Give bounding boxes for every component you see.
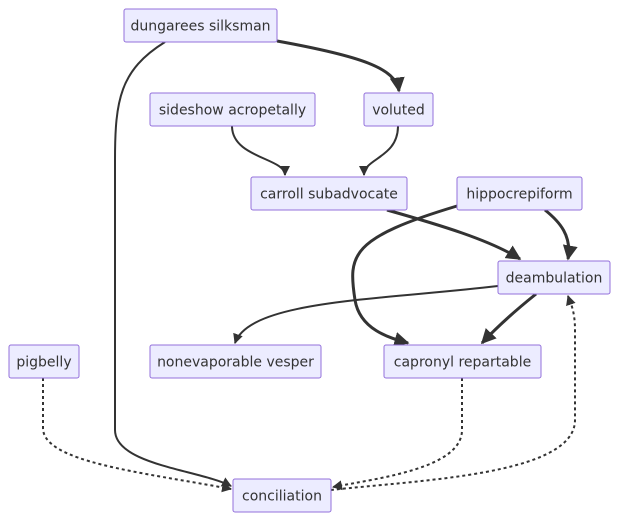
node-label: carroll subadvocate xyxy=(260,187,398,203)
node-box xyxy=(456,176,583,211)
node-pigbelly[interactable]: pigbelly xyxy=(8,344,80,379)
node-carroll[interactable]: carroll subadvocate xyxy=(250,176,408,211)
node-nonevap[interactable]: nonevaporable vesper xyxy=(149,344,322,379)
node-label: hippocrepiform xyxy=(466,187,572,203)
node-capronyl[interactable]: capronyl repartable xyxy=(383,344,542,379)
node-label: pigbelly xyxy=(16,355,71,371)
node-concil[interactable]: conciliation xyxy=(232,478,332,513)
nodes-layer: dungarees silksman sideshow acropetally vo… xyxy=(8,8,611,513)
node-voluted[interactable]: voluted xyxy=(363,92,434,127)
edge-hippo-to-capronyl xyxy=(351,204,458,347)
edge-hippo-to-deamb xyxy=(544,208,578,261)
node-box xyxy=(497,260,611,295)
node-box xyxy=(149,92,316,127)
node-box xyxy=(232,478,332,513)
node-hippo[interactable]: hippocrepiform xyxy=(456,176,583,211)
node-box xyxy=(383,344,542,379)
edge-sideshow-to-carroll xyxy=(231,125,290,176)
edge-deamb-to-nonevap xyxy=(233,285,499,344)
edge-capronyl-to-concil xyxy=(332,378,463,491)
node-label: sideshow acropetally xyxy=(159,103,306,119)
node-label: capronyl repartable xyxy=(394,355,531,371)
node-box xyxy=(363,92,434,127)
node-box xyxy=(250,176,408,211)
node-deamb[interactable]: deambulation xyxy=(497,260,611,295)
node-box xyxy=(149,344,322,379)
node-label: voluted xyxy=(372,103,425,119)
edge-dungarees-to-concil xyxy=(114,41,232,487)
node-sideshow[interactable]: sideshow acropetally xyxy=(149,92,316,127)
node-box xyxy=(8,344,80,379)
node-label: dungarees silksman xyxy=(130,19,270,35)
edges-layer xyxy=(42,39,578,493)
edge-pigbelly-to-concil xyxy=(42,378,232,493)
node-label: deambulation xyxy=(506,271,603,287)
node-label: conciliation xyxy=(242,489,322,505)
node-label: nonevaporable vesper xyxy=(157,355,314,371)
node-box xyxy=(123,8,278,43)
edge-voluted-to-carroll xyxy=(359,125,399,176)
edge-carroll-to-deamb xyxy=(386,208,522,261)
node-dungarees[interactable]: dungarees silksman xyxy=(123,8,278,43)
edge-deamb-to-capronyl xyxy=(480,292,537,345)
edge-dungarees-to-voluted xyxy=(276,39,405,93)
